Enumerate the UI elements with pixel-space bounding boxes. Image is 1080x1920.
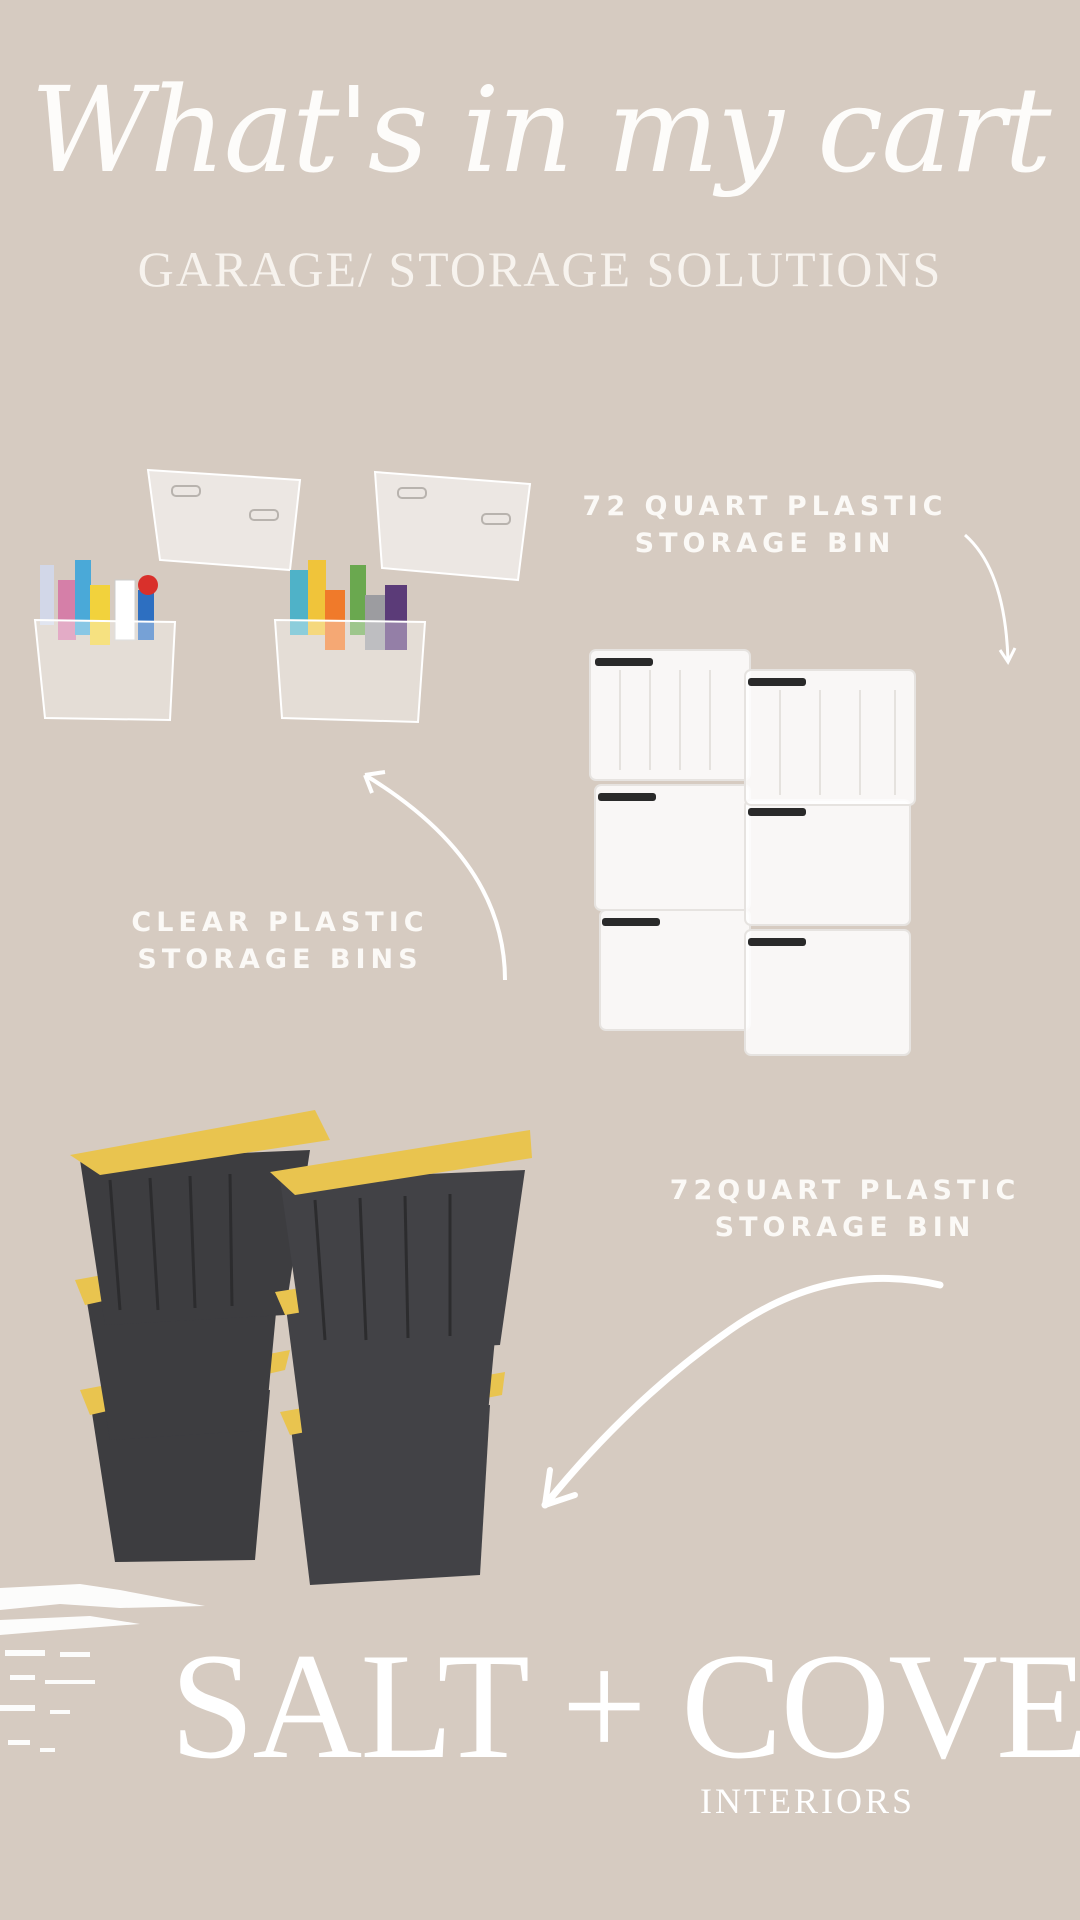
label-line: 72QUART PLASTIC (669, 1175, 1021, 1206)
arrow-icon (363, 770, 507, 981)
page-subtitle: GARAGE/ STORAGE SOLUTIONS (137, 241, 943, 297)
clear-stacked-bins-image (589, 649, 916, 1056)
product-label-clear-bins: CLEAR PLASTIC STORAGE BINS (100, 904, 460, 978)
arrow-icon (964, 533, 1017, 665)
page-title: What's in my cart (30, 61, 1051, 199)
black-yellow-totes-image (70, 1110, 532, 1585)
arrow-icon (541, 1274, 944, 1509)
label-line: STORAGE BIN (714, 1212, 976, 1243)
product-label-clear-72qt: 72 QUART PLASTIC STORAGE BIN (560, 488, 970, 562)
label-line: 72 QUART PLASTIC (582, 491, 948, 522)
label-line: CLEAR PLASTIC (131, 907, 429, 938)
label-line: STORAGE BINS (137, 944, 423, 975)
label-line: STORAGE BIN (634, 528, 896, 559)
brand-tagline: INTERIORS (700, 1781, 915, 1821)
brand-logo-text: SALT + COVE (170, 1622, 1080, 1790)
product-label-black-72qt: 72QUART PLASTIC STORAGE BIN (640, 1172, 1050, 1246)
brush-stroke-decoration (0, 1584, 205, 1752)
clear-organizer-bins-image (33, 468, 532, 724)
